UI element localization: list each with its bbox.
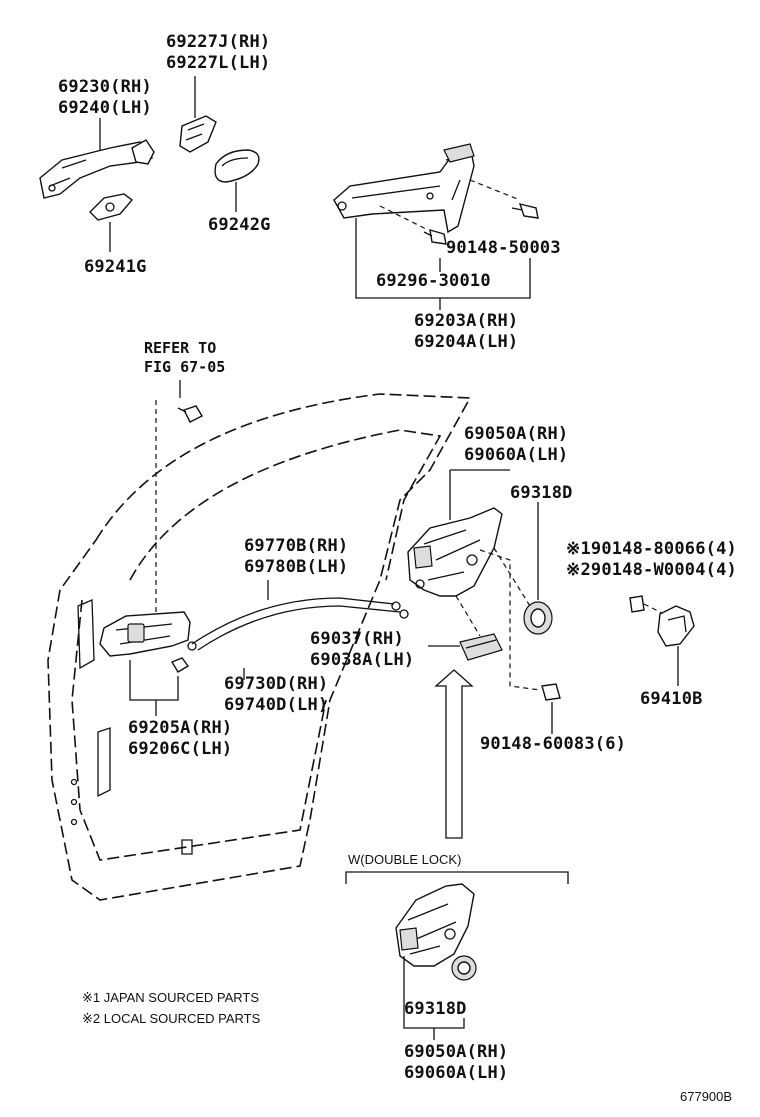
label-screw-note-2: ※290148-W0004(4) xyxy=(566,560,737,580)
label-69203a-rh: 69203A(RH) xyxy=(414,311,518,331)
door-outline-icon xyxy=(47,393,472,901)
label-69050a-rh-bottom: 69050A(RH) xyxy=(404,1042,508,1062)
double-lock-label: W(DOUBLE LOCK) xyxy=(348,852,461,867)
label-69037-rh: 69037(RH) xyxy=(310,629,404,649)
label-69740d-lh: 69740D(LH) xyxy=(224,695,328,715)
screw-icon xyxy=(177,405,203,423)
label-69038a-lh: 69038A(LH) xyxy=(310,650,414,670)
label-69204a-lh: 69204A(LH) xyxy=(414,332,518,352)
footnote-local: ※2 LOCAL SOURCED PARTS xyxy=(82,1011,261,1026)
footnote-japan: ※1 JAPAN SOURCED PARTS xyxy=(82,990,259,1005)
label-69318d-top: 69318D xyxy=(510,483,573,503)
outer-handle-icon xyxy=(39,139,155,199)
label-69241g: 69241G xyxy=(84,257,147,277)
refer-to-label: REFER TO xyxy=(144,339,216,357)
label-69230-rh: 69230(RH) xyxy=(58,77,152,97)
handle-pad-icon xyxy=(214,149,260,183)
seal-ring-icon xyxy=(523,601,553,635)
screw-icon xyxy=(423,229,447,245)
handle-cover-icon xyxy=(179,115,217,153)
label-69770b-rh: 69770B(RH) xyxy=(244,536,348,556)
label-69227-lh: 69227L(LH) xyxy=(166,53,270,73)
screw-icon xyxy=(629,595,645,613)
bracket-icon xyxy=(459,633,503,661)
label-69318d-bottom: 69318D xyxy=(404,999,467,1019)
label-90148-60083: 90148-60083(6) xyxy=(480,734,626,754)
label-69060a-lh-bottom: 69060A(LH) xyxy=(404,1063,508,1083)
label-69242g: 69242G xyxy=(208,215,271,235)
label-69206c-lh: 69206C(LH) xyxy=(128,739,232,759)
label-69780b-lh: 69780B(LH) xyxy=(244,557,348,577)
label-69730d-rh: 69730D(RH) xyxy=(224,674,328,694)
label-69410b: 69410B xyxy=(640,689,703,709)
label-69227-rh: 69227J(RH) xyxy=(166,32,270,52)
label-69240-lh: 69240(LH) xyxy=(58,98,152,118)
label-screw-note-1: ※190148-80066(4) xyxy=(566,539,737,559)
screw-icon xyxy=(170,657,190,673)
label-69296-30010: 69296-30010 xyxy=(376,271,491,291)
key-cylinder-cover-icon xyxy=(89,193,134,221)
lock-assembly-icon xyxy=(395,883,475,967)
arrow-up-icon xyxy=(434,669,474,839)
frame-assembly-icon xyxy=(333,143,475,234)
cable-icon xyxy=(187,597,409,651)
label-69205a-rh: 69205A(RH) xyxy=(128,718,232,738)
inner-handle-icon xyxy=(99,611,191,657)
screw-icon xyxy=(511,203,539,219)
label-69060a-lh-top: 69060A(LH) xyxy=(464,445,568,465)
refer-fig-label: FIG 67-05 xyxy=(144,358,225,376)
screw-icon xyxy=(541,683,561,701)
lock-assembly-icon xyxy=(407,507,503,597)
label-69050a-rh-top: 69050A(RH) xyxy=(464,424,568,444)
seal-ring-icon xyxy=(451,955,477,981)
label-90148-50003: 90148-50003 xyxy=(446,238,561,258)
striker-icon xyxy=(657,605,695,647)
figure-id: 677900B xyxy=(680,1089,732,1104)
